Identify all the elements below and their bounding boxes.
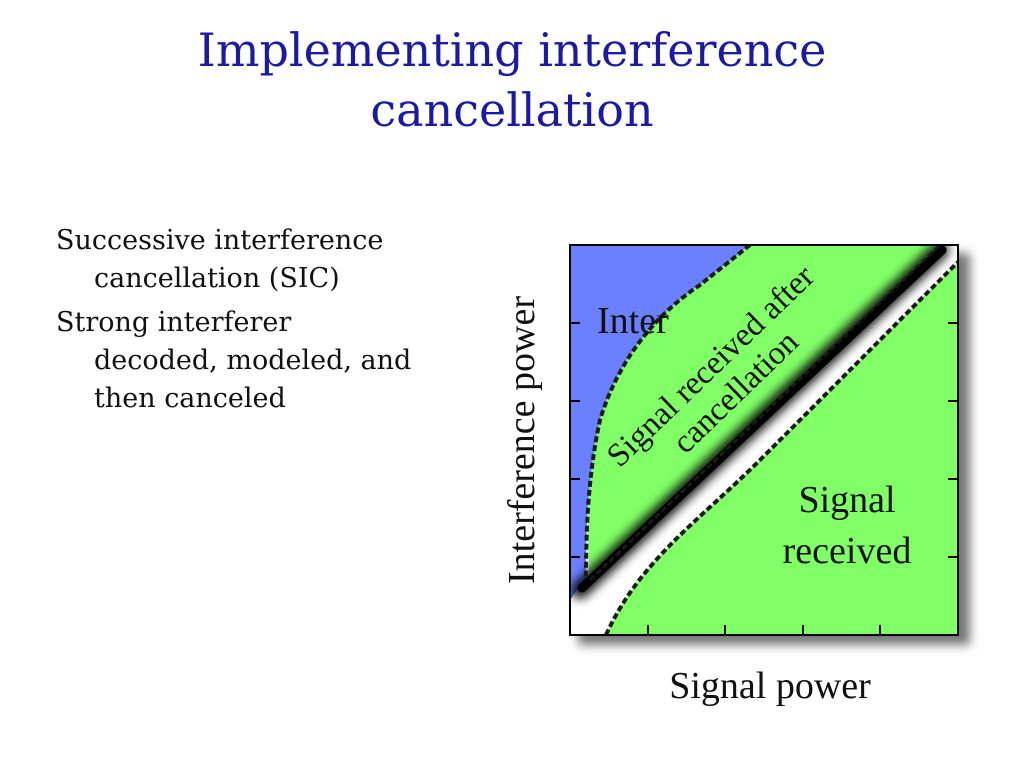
bullet-line: Successive interference — [56, 225, 384, 256]
bullet-line: Strong interferer — [56, 307, 292, 338]
interference-label: Inter — [597, 300, 669, 342]
x-axis-label: Signal power — [669, 665, 871, 707]
signal-received-region — [606, 262, 958, 635]
diagonal-band-core — [577, 245, 947, 593]
bullet-line: cancellation (SIC) — [94, 263, 340, 294]
title-line-2: cancellation — [370, 83, 654, 137]
plot-frame — [569, 244, 959, 636]
bullet-item: Successive interference cancellation (SI… — [56, 222, 486, 298]
bullet-line: decoded, modeled, and — [94, 345, 412, 376]
slide-title: Implementing interference cancellation — [0, 20, 1024, 140]
tick-marks — [570, 322, 958, 635]
title-line-1: Implementing interference — [197, 23, 827, 77]
signal-received-label-line-2: received — [783, 530, 912, 572]
bullet-list: Successive interference cancellation (SI… — [56, 222, 486, 424]
interference-region — [570, 245, 750, 600]
bullet-item: Strong interferer decoded, modeled, and … — [56, 304, 486, 418]
bullet-line: then canceled — [94, 383, 286, 414]
boundary-curve-lower — [604, 260, 958, 635]
y-axis-label: Interference power — [501, 296, 543, 584]
boundary-curve-upper — [584, 245, 752, 579]
signal-received-label-line-1: Signal — [798, 479, 895, 521]
